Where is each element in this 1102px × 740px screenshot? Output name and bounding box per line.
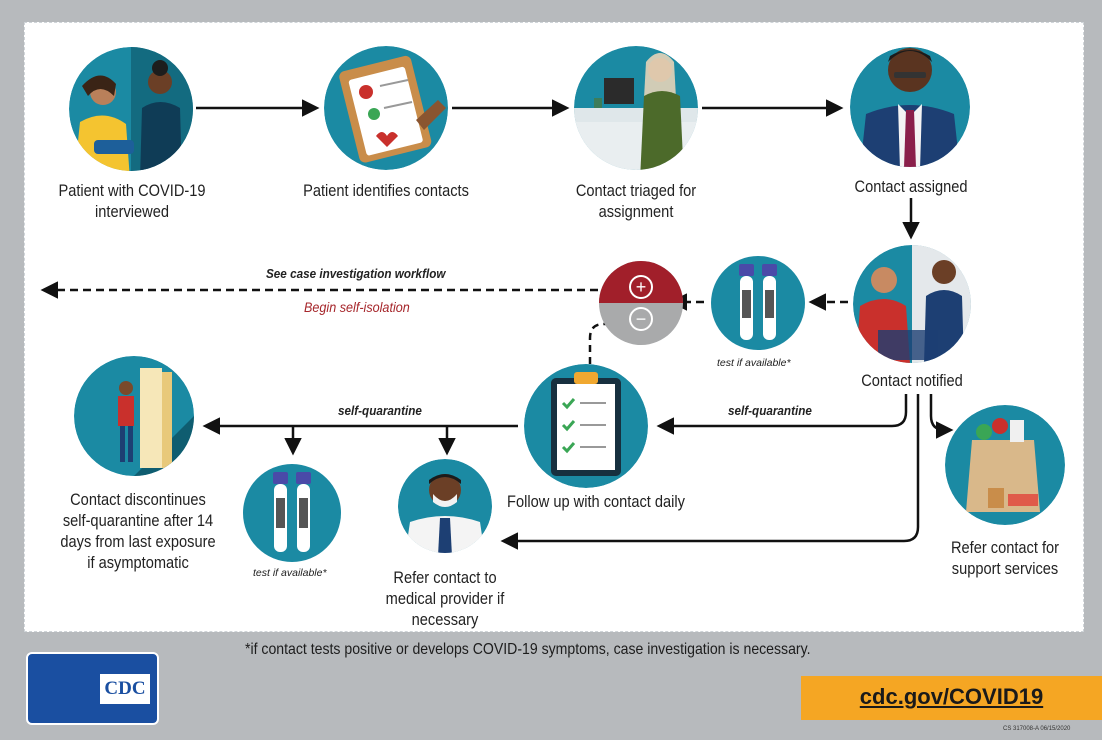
step-label-assigned: Contact assigned	[854, 177, 968, 196]
step-label-interviewed: Patient with COVID-19 interviewed	[58, 181, 206, 221]
flow-arrows	[40, 99, 954, 550]
step-label-support: Refer contact for support services	[950, 538, 1060, 578]
arrow-notify-to-followup	[656, 394, 908, 435]
step-label-discontinues: Contact discontinues self-quarantine aft…	[60, 490, 216, 572]
support-supplies-illustration	[945, 405, 1065, 525]
clipboard-contacts-illustration	[324, 46, 448, 170]
document-code: CS 317008-A 06/15/2020	[1003, 726, 1071, 732]
edge-label-quarantine-left: self-quarantine	[338, 403, 422, 418]
step-label-triaged: Contact triaged for assignment	[575, 181, 697, 221]
test-tubes-upper-illustration	[711, 256, 805, 350]
arrow-notify-to-support	[929, 394, 954, 439]
arrow-followup-to-result	[588, 322, 620, 364]
positive-result-symbol: +	[636, 277, 647, 297]
edge-label-self-isolation: Begin self-isolation	[304, 299, 410, 315]
edge-label-test-lower: test if available*	[253, 567, 327, 579]
medical-provider-illustration	[398, 459, 492, 553]
assigned-staff-illustration	[850, 47, 970, 167]
footnote: *if contact tests positive or develops C…	[245, 641, 811, 658]
triage-desk-illustration	[574, 46, 698, 170]
url-banner: cdc.gov/COVID19	[801, 676, 1102, 720]
cdc-url-link[interactable]: cdc.gov/COVID19	[859, 684, 1044, 709]
daily-checklist-illustration	[524, 364, 648, 488]
patient-interview-illustration	[69, 47, 193, 171]
cdc-logo[interactable]: CDC	[26, 652, 159, 725]
open-door-illustration	[74, 356, 194, 476]
edge-label-workflow: See case investigation workflow	[266, 266, 446, 281]
test-result-indicator: + −	[599, 261, 683, 345]
edge-label-quarantine-right: self-quarantine	[728, 403, 812, 418]
step-label-follow-up: Follow up with contact daily	[507, 492, 685, 511]
cdc-logo-text: CDC	[100, 674, 150, 704]
step-label-notified: Contact notified	[846, 370, 978, 391]
step-label-identifies: Patient identifies contacts	[303, 181, 469, 200]
arrow-notify-to-medical	[500, 394, 920, 550]
phone-call-illustration	[853, 245, 971, 363]
test-tubes-lower-illustration	[243, 464, 341, 562]
negative-result-symbol: −	[636, 309, 647, 329]
edge-label-test-upper: test if available*	[717, 357, 791, 369]
step-label-medical: Refer contact to medical provider if nec…	[385, 568, 505, 629]
